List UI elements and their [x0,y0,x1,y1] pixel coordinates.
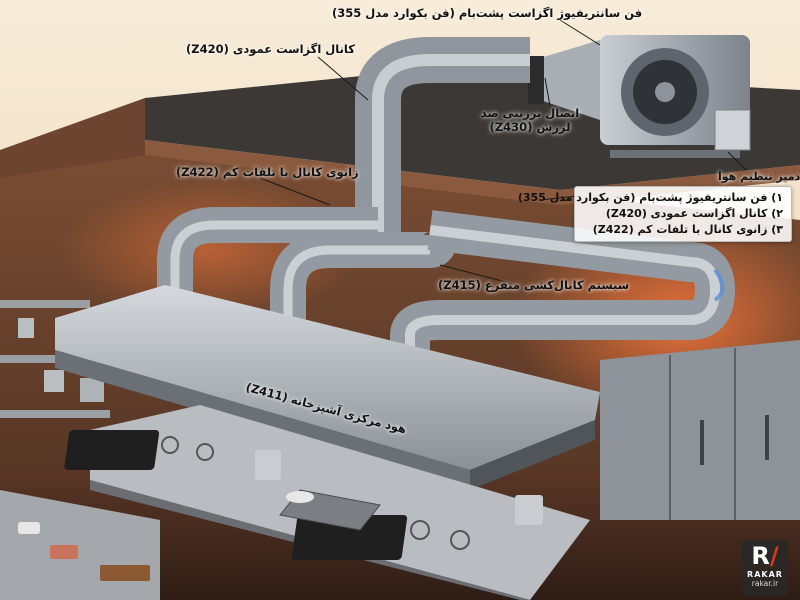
logo-brand: RAKAR [747,570,783,579]
rakar-logo-mark-icon: R/ [751,542,779,570]
label-connector: اتصال برزنتی ضد لرزش (Z430) [480,106,580,134]
rakar-logo: R/ RAKAR rakar.ir [742,540,788,596]
logo-site: rakar.ir [751,579,779,588]
label-damper: دمپر تنظیم هوا [718,170,800,183]
legend-item: ۳) زانوی کانال با تلفات کم (Z422) [592,223,783,236]
label-elbow: زانوی کانال با تلفات کم (Z422) [176,165,359,179]
legend-box: ۱) فن سانتریفیوژ پشت‌بام (فن بکوارد مدل … [517,186,792,242]
label-branch-system: سیستم کانال‌کشی متفرع (Z415) [438,278,630,292]
legend-item: ۲) کانال اگزاست عمودی (Z420) [605,207,783,220]
label-vertical-duct: کانال اگزاست عمودی (Z420) [186,42,355,56]
legend-item: ۱) فن سانتریفیوژ پشت‌بام (فن بکوارد مدل … [517,191,783,204]
label-fan: فن سانتریفیوژ اگزاست پشت‌بام (فن بکوارد … [332,6,643,20]
